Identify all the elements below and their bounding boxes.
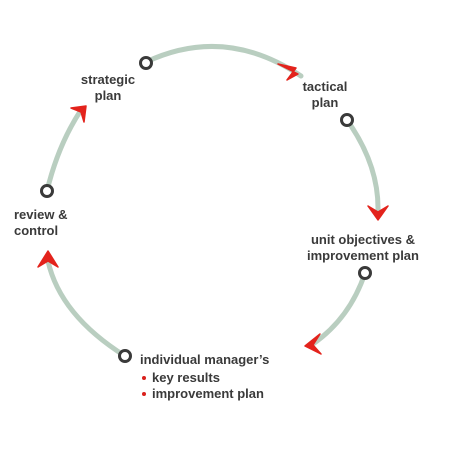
bullet-dot-icon	[142, 376, 146, 380]
stage-label-unit-objectives: unit objectives & improvement plan	[288, 232, 438, 264]
arrow-up-icon	[37, 250, 59, 268]
stage-label-review-control: review & control	[14, 207, 84, 239]
stage-label-line: unit objectives &	[310, 232, 416, 247]
list-item: improvement plan	[140, 386, 330, 402]
stage-label-line: control	[14, 223, 59, 238]
stage-label-tactical-plan: tactical plan	[290, 79, 360, 111]
stage-label-line: strategic	[80, 72, 136, 87]
arrow-down-left-icon	[304, 333, 322, 355]
bullet-text: key results	[152, 370, 220, 385]
stage-label-individual-manager: individual manager’s key results improve…	[140, 352, 330, 402]
cycle-segment-individual-to-review	[45, 258, 128, 359]
stage-label-line: review &	[14, 207, 68, 222]
stage-label-strategic-plan: strategic plan	[64, 72, 152, 104]
bullet-text: improvement plan	[152, 386, 264, 401]
cycle-segment-unit-to-individual	[310, 270, 368, 347]
cycle-segment-tactical-to-unit	[344, 117, 381, 214]
node-strategic-plan-icon	[139, 56, 153, 70]
cycle-segment-strategic-to-tactical	[143, 43, 304, 79]
stage-heading: individual manager’s	[140, 352, 270, 367]
arrow-right-icon	[277, 63, 299, 81]
list-item: key results	[140, 370, 330, 386]
stage-label-line: plan	[311, 95, 339, 110]
stage-label-line: plan	[94, 88, 122, 103]
node-review-control-icon	[40, 184, 54, 198]
bullet-dot-icon	[142, 392, 146, 396]
node-individual-manager-icon	[118, 349, 132, 363]
arrow-up-right-icon	[70, 105, 87, 123]
node-tactical-plan-icon	[340, 113, 354, 127]
cycle-segment-review-to-strategic	[44, 107, 84, 194]
arrow-down-icon	[367, 205, 389, 221]
stage-label-line: tactical	[302, 79, 348, 94]
stage-label-line: improvement plan	[307, 248, 419, 263]
bullet-list: key results improvement plan	[140, 370, 330, 402]
node-unit-objectives-icon	[358, 266, 372, 280]
